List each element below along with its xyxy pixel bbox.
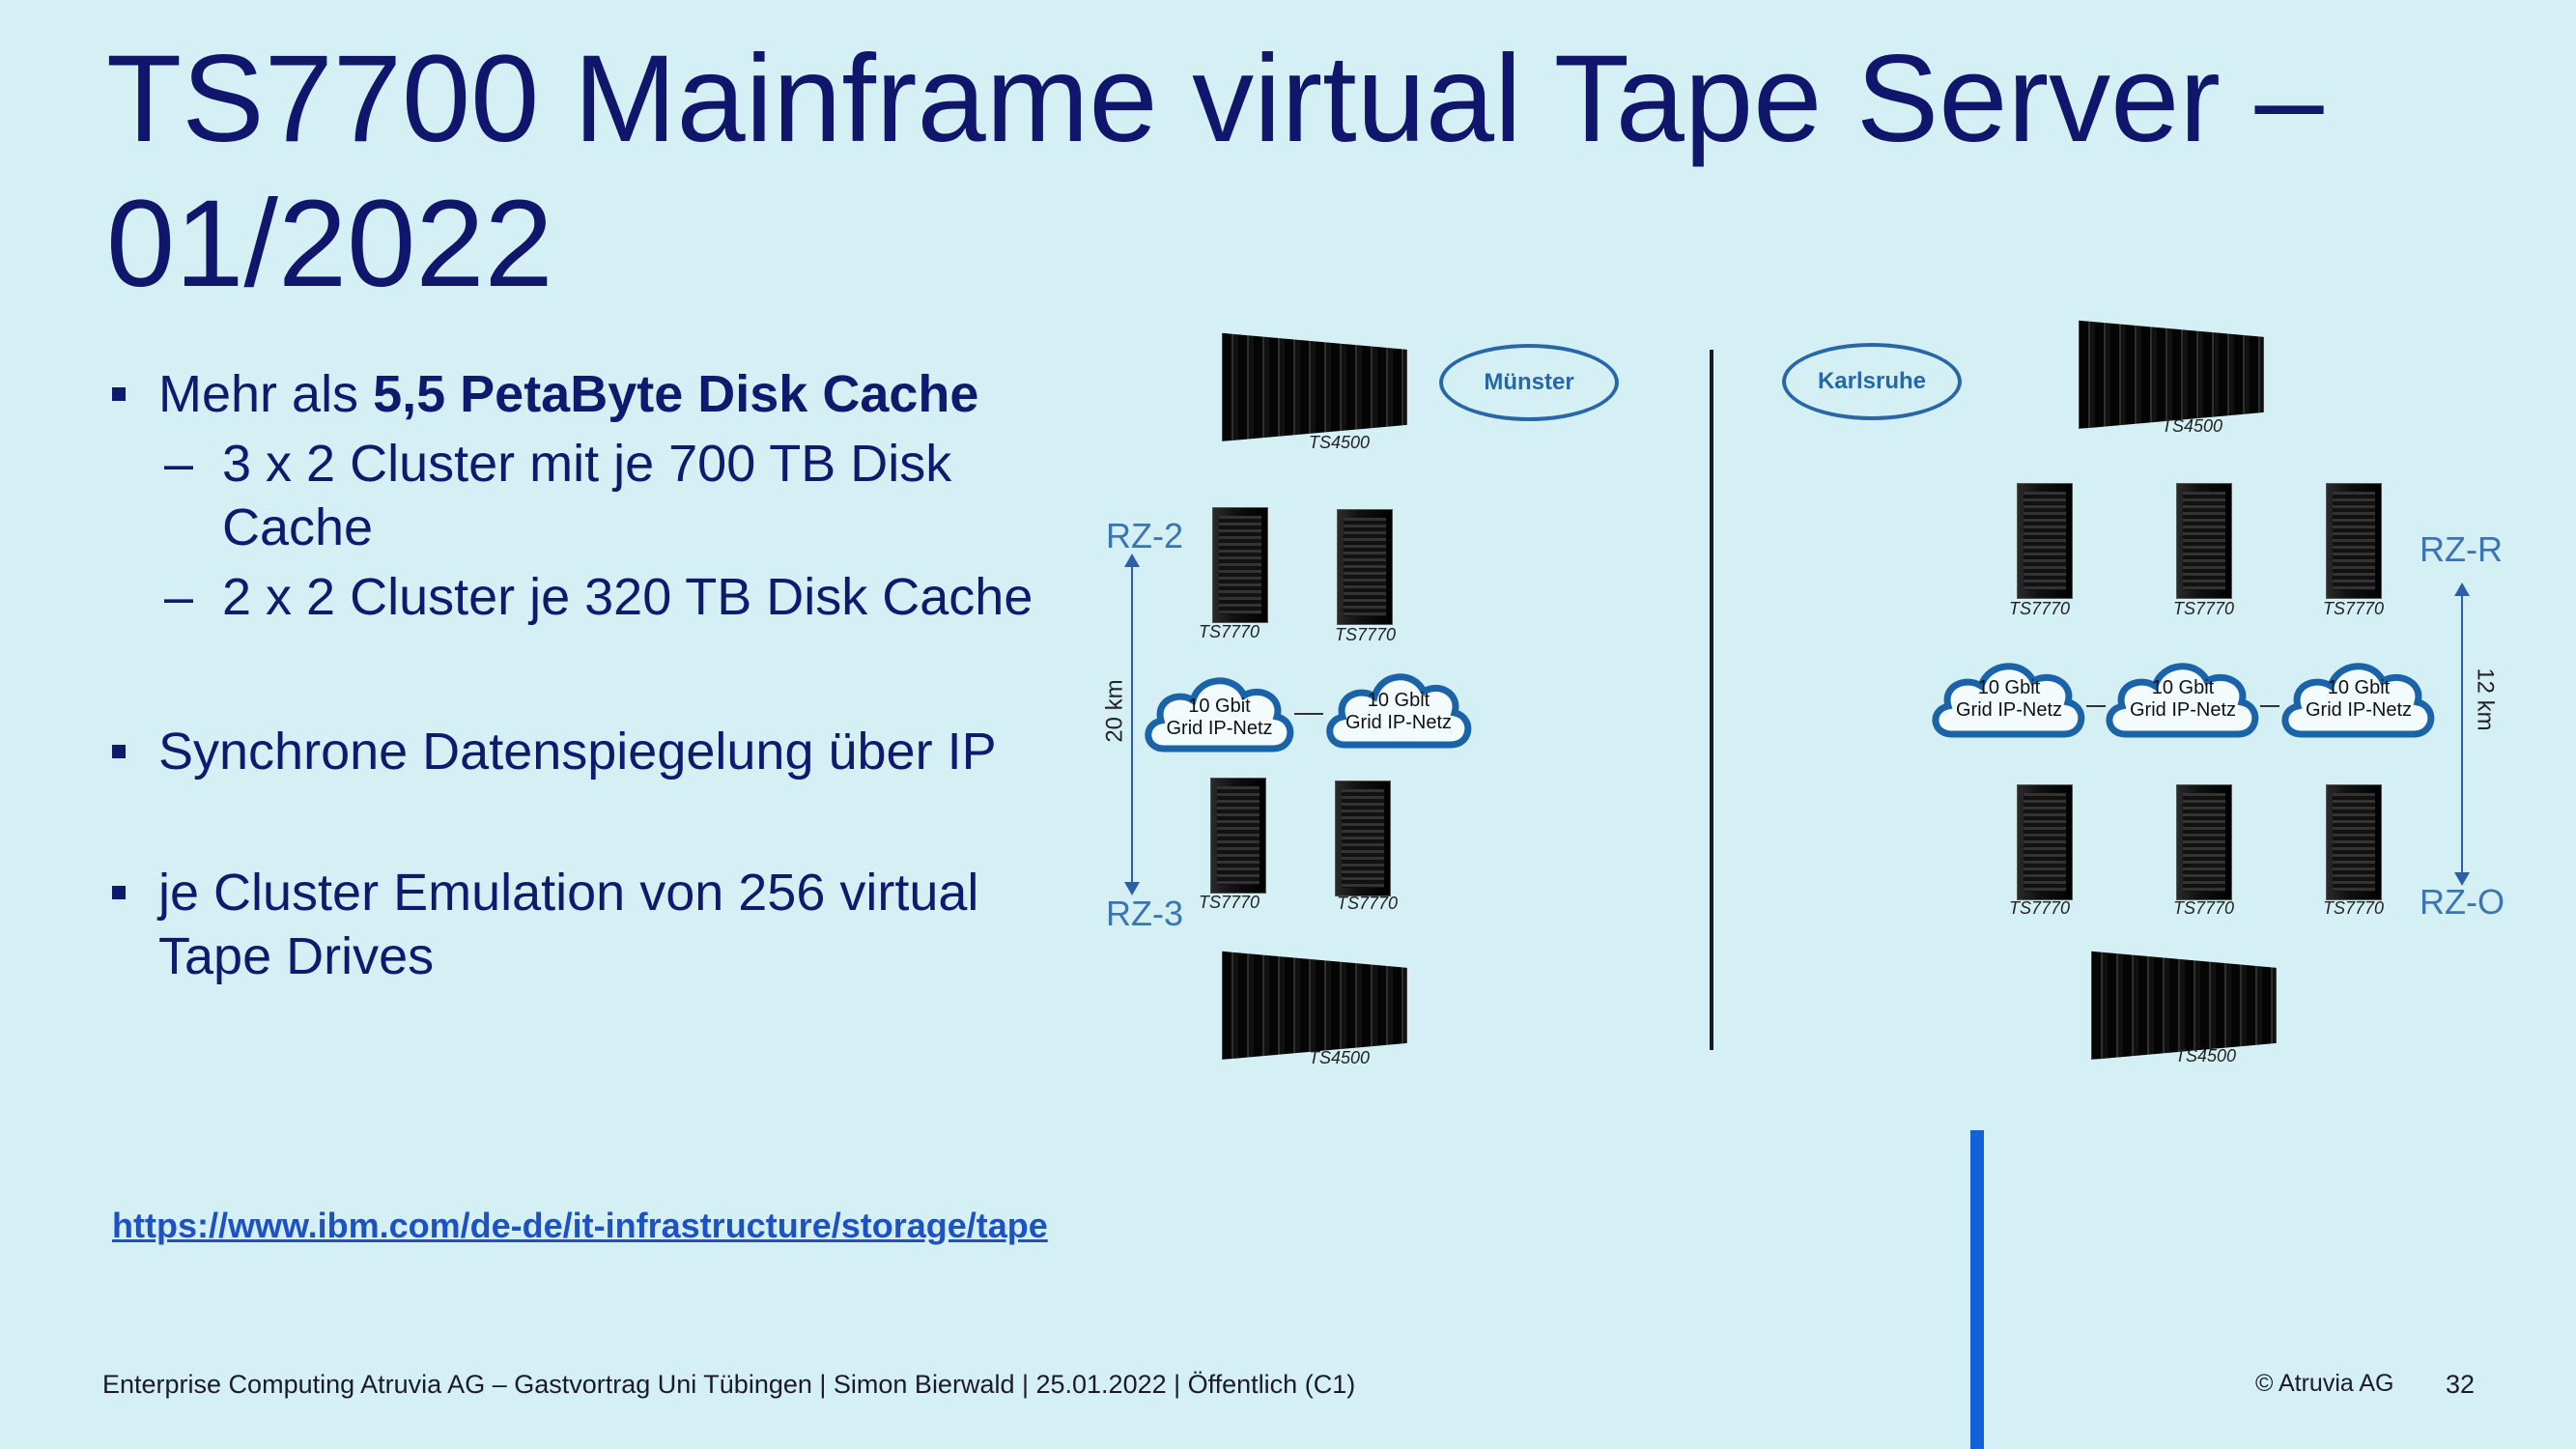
cluster-label: TS7770 [2173, 599, 2235, 618]
ts7770-server-icon [1335, 781, 1391, 896]
ts4500-library-icon [1222, 951, 1407, 1060]
cloud-line2: Grid IP-Netz [1955, 699, 2063, 721]
ts4500-library-icon [1222, 332, 1407, 441]
rz3-label: RZ-3 [1106, 894, 1183, 933]
ts7770-server-icon [1210, 778, 1266, 894]
ts7770-server-icon [2176, 483, 2232, 599]
bullet-sync-mirroring: Synchrone Datenspiegelung über IP [106, 720, 1072, 783]
sub-bullet-320tb: 2 x 2 Cluster je 320 TB Disk Cache [106, 565, 1072, 629]
ts7770-server-icon [2176, 784, 2232, 900]
distance-arrow [1124, 554, 1140, 895]
site-divider [1710, 350, 1713, 1050]
ts7770-server-icon [1212, 507, 1268, 623]
cloud-line2: Grid IP-Netz [2305, 699, 2413, 721]
network-link [2260, 705, 2279, 707]
cloud-line1: 10 Gbit [1977, 677, 2041, 698]
bullet-text: Mehr als [158, 365, 374, 423]
cloud-line1: 10 Gbit [1188, 696, 1251, 717]
sub-bullet-700tb: 3 x 2 Cluster mit je 700 TB Disk Cache [106, 432, 1072, 559]
bullet-bold-text: 5,5 PetaByte Disk Cache [373, 365, 979, 423]
cluster-label: TS7770 [1337, 894, 1399, 913]
library-label: TS4500 [1309, 1048, 1371, 1067]
cluster-label: TS7770 [2323, 599, 2385, 618]
ts7770-server-icon [2326, 483, 2382, 599]
cluster-label: TS7770 [2009, 599, 2071, 618]
bullet-disk-cache: Mehr als 5,5 PetaByte Disk Cache [106, 362, 1072, 426]
accent-bar [1970, 1130, 1984, 1449]
footer-text: Enterprise Computing Atruvia AG – Gastvo… [102, 1370, 1356, 1399]
cluster-label: TS7770 [1199, 622, 1260, 641]
city-muenster: Münster [1439, 344, 1619, 421]
cloud-line2: Grid IP-Netz [2129, 699, 2237, 721]
cluster-label: TS7770 [1199, 893, 1260, 912]
ibm-tape-link[interactable]: https://www.ibm.com/de-de/it-infrastruct… [112, 1206, 1048, 1245]
library-label: TS4500 [2162, 416, 2223, 436]
cloud-line1: 10 Gbit [2151, 677, 2215, 698]
distance-label: 20 km [1101, 679, 1128, 743]
cloud-line1: 10 Gbit [1367, 690, 1430, 711]
copyright: © Atruvia AG [2255, 1370, 2394, 1397]
cloud-line2: Grid IP-Netz [1345, 712, 1453, 733]
page-number: 32 [2446, 1370, 2476, 1399]
cloud-line2: Grid IP-Netz [1166, 718, 1273, 739]
cluster-label: TS7770 [2323, 898, 2385, 918]
cluster-label: TS7770 [1335, 625, 1397, 644]
ts4500-library-icon [2091, 951, 2277, 1060]
ts4500-library-icon [2079, 320, 2264, 429]
city-karlsruhe: Karlsruhe [1782, 343, 1962, 420]
ts7770-server-icon [2017, 483, 2073, 599]
ts7770-server-icon [1337, 509, 1393, 625]
cloud-line1: 10 Gbit [2327, 677, 2391, 698]
cluster-label: TS7770 [2009, 898, 2071, 918]
network-link [1294, 713, 1323, 715]
ts7770-server-icon [2326, 784, 2382, 900]
library-label: TS4500 [2175, 1046, 2237, 1065]
rzr-label: RZ-R [2420, 529, 2503, 569]
rz2-label: RZ-2 [1106, 516, 1183, 555]
bullet-list: Mehr als 5,5 PetaByte Disk Cache 3 x 2 C… [106, 362, 1072, 988]
bullet-virtual-drives: je Cluster Emulation von 256 virtual Tap… [106, 861, 1072, 988]
network-link [2086, 705, 2106, 707]
library-label: TS4500 [1309, 433, 1371, 452]
slide-title: TS7700 Mainframe virtual Tape Server – 0… [106, 30, 2324, 313]
rzo-label: RZ-O [2420, 882, 2505, 922]
ts7770-server-icon [2017, 784, 2073, 900]
distance-label: 12 km [2472, 668, 2499, 731]
distance-arrow [2454, 582, 2470, 886]
cluster-label: TS7770 [2173, 898, 2235, 918]
